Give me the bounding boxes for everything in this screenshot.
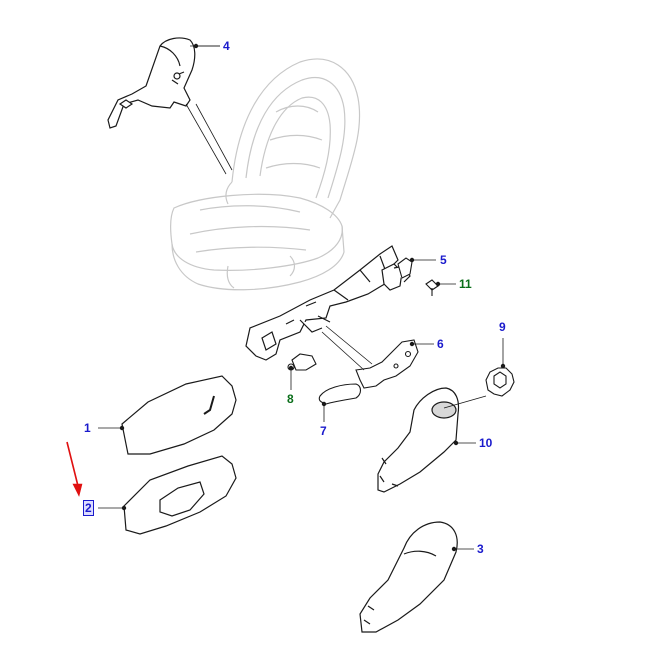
callout-10[interactable]: 10 xyxy=(479,436,493,450)
callout-11[interactable]: 11 xyxy=(459,277,472,291)
leader-lines-6 xyxy=(321,325,373,371)
part-3-rear-shield xyxy=(359,521,458,633)
callout-8[interactable]: 8 xyxy=(287,392,294,406)
part-2-cushion-trim-with-switch-opening xyxy=(123,455,237,535)
part-4-backrest-trim xyxy=(107,37,196,129)
part-7-handle xyxy=(318,383,362,405)
callout-2-selected[interactable]: 2 xyxy=(83,500,94,516)
part-9-knob xyxy=(485,367,515,397)
red-arrow-icon xyxy=(66,441,83,497)
callout-9[interactable]: 9 xyxy=(499,320,506,334)
callout-5[interactable]: 5 xyxy=(440,253,447,267)
callout-7[interactable]: 7 xyxy=(320,424,327,438)
part-5-clip xyxy=(397,257,413,279)
part-11-screw xyxy=(425,279,439,296)
callout-1[interactable]: 1 xyxy=(84,421,91,435)
callout-4[interactable]: 4 xyxy=(223,39,230,53)
part-seat-track-mechanism xyxy=(245,245,411,361)
callout-3[interactable]: 3 xyxy=(477,542,484,556)
seat-ghost-outline xyxy=(170,58,361,291)
callout-leaders xyxy=(98,43,506,552)
part-6-bracket xyxy=(355,339,419,389)
part-10-side-shield xyxy=(377,387,460,493)
part-1-cushion-side-trim xyxy=(121,375,237,455)
callout-6[interactable]: 6 xyxy=(437,337,444,351)
leader-lines-10 xyxy=(443,395,487,409)
